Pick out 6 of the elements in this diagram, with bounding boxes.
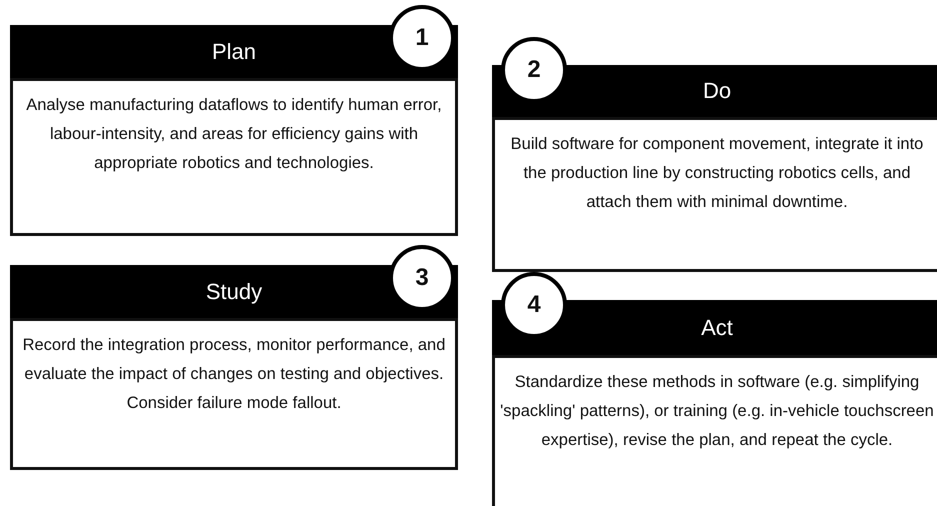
step-card <box>10 265 458 470</box>
step-card <box>10 25 458 236</box>
step-description: Analyse manufacturing dataflows to identify human error, labour-intensity, and areas for efficiency gains with appropriate robotics and technologies. <box>10 78 458 236</box>
step-description: Build software for component movement, integrate it into the production line by constructing robotics cells, and attach them with minimal downtime. <box>492 117 937 272</box>
step-description: Record the integration process, monitor performance, and evaluate the impact of changes on testing and objectives. Consider failure mode fallout. <box>10 318 458 470</box>
step-description: Standardize these methods in software (e.g. simplifying 'spackling' patterns), or training (e.g. in-vehicle touchscreen expertise), revise the plan, and repeat the cycle. <box>492 355 937 506</box>
